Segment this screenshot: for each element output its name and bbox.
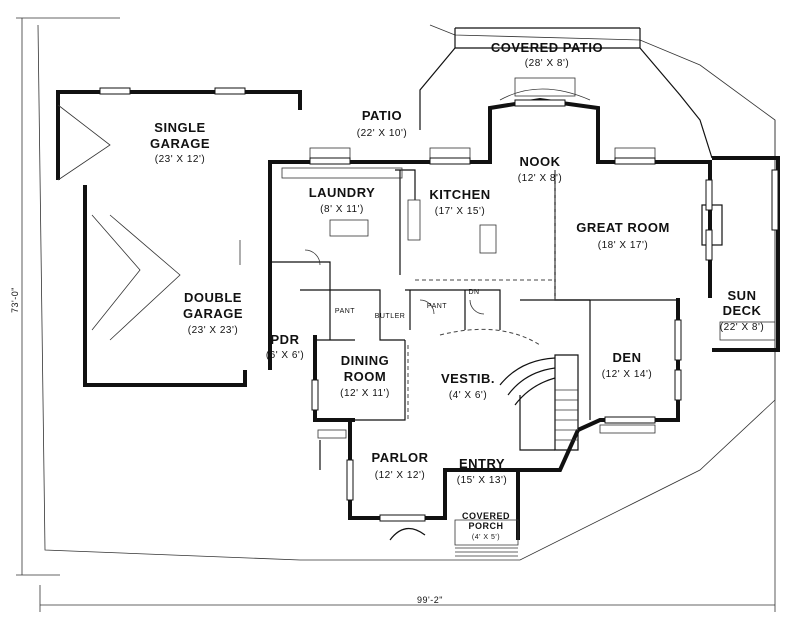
room-entry: ENTRY (15' X 13') — [457, 456, 507, 486]
pantry-label: PANT — [335, 308, 355, 315]
room-size: (22' X 8') — [720, 322, 764, 333]
room-size: (22' X 10') — [357, 128, 407, 139]
room-size: (12' X 14') — [602, 369, 652, 380]
room-den: DEN (12' X 14') — [602, 350, 652, 380]
room-name: SUN — [728, 288, 757, 303]
room-name: SINGLE — [154, 120, 205, 135]
room-size: (23' X 12') — [155, 154, 205, 165]
room-single-garage: SINGLE GARAGE (23' X 12') — [150, 120, 210, 165]
room-name: GARAGE — [183, 306, 243, 321]
butler-label: BUTLER — [375, 313, 406, 320]
overall-width-label: 99'-2" — [417, 595, 443, 605]
room-name: VESTIB. — [441, 371, 495, 386]
room-name: PDR — [271, 332, 300, 347]
room-name: ENTRY — [459, 456, 505, 471]
room-kitchen: KITCHEN (17' X 15') — [429, 187, 490, 217]
room-name: PORCH — [468, 521, 503, 531]
room-laundry: LAUNDRY (8' X 11') — [309, 185, 376, 215]
room-size: (15' X 13') — [457, 475, 507, 486]
room-name: ROOM — [344, 369, 386, 384]
windows — [99, 87, 779, 522]
room-name: PARLOR — [372, 450, 429, 465]
room-size: (4' X 5') — [472, 534, 500, 541]
room-size: (12' X 8') — [518, 173, 562, 184]
room-name: NOOK — [520, 154, 561, 169]
room-name: DEN — [613, 350, 642, 365]
room-vestib: VESTIB. (4' X 6') — [441, 371, 495, 401]
room-size: (12' X 12') — [375, 470, 425, 481]
room-covered-porch: COVERED PORCH (4' X 5') — [462, 511, 510, 541]
room-name: GARAGE — [150, 136, 210, 151]
overall-depth-label: 73'-0" — [10, 287, 20, 313]
room-name: COVERED PATIO — [491, 40, 603, 55]
room-double-garage: DOUBLE GARAGE (23' X 23') — [183, 290, 243, 336]
room-size: (18' X 17') — [598, 240, 648, 251]
room-sun-deck: SUN DECK (22' X 8') — [720, 288, 764, 333]
room-patio: PATIO (22' X 10') — [357, 108, 407, 139]
room-name: DINING — [341, 353, 390, 368]
room-name: KITCHEN — [429, 187, 490, 202]
room-size: (17' X 15') — [435, 206, 485, 217]
pantry2-label: PANT — [427, 303, 447, 310]
room-covered-patio-top: COVERED PATIO (28' X 8') — [491, 40, 603, 69]
room-size: (23' X 23') — [188, 325, 238, 336]
interior-walls — [57, 77, 776, 557]
room-pdr: PDR (6' X 6') — [266, 332, 304, 361]
down-label: DN — [468, 289, 479, 296]
room-great-room: GREAT ROOM (18' X 17') — [576, 220, 670, 251]
room-parlor: PARLOR (12' X 12') — [372, 450, 429, 481]
room-size: (8' X 11') — [320, 204, 364, 215]
room-nook: NOOK (12' X 8') — [518, 154, 562, 184]
room-dining-room: DINING ROOM (12' X 11') — [340, 353, 390, 399]
room-size: (28' X 8') — [525, 58, 569, 69]
room-name: DOUBLE — [184, 290, 242, 305]
room-name: PATIO — [362, 108, 402, 123]
room-size: (12' X 11') — [340, 388, 390, 399]
room-size: (4' X 6') — [449, 390, 487, 401]
room-name: DECK — [723, 303, 762, 318]
room-name: LAUNDRY — [309, 185, 376, 200]
room-name: COVERED — [462, 511, 510, 521]
room-size: (6' X 6') — [266, 350, 304, 361]
room-name: GREAT ROOM — [576, 220, 670, 235]
